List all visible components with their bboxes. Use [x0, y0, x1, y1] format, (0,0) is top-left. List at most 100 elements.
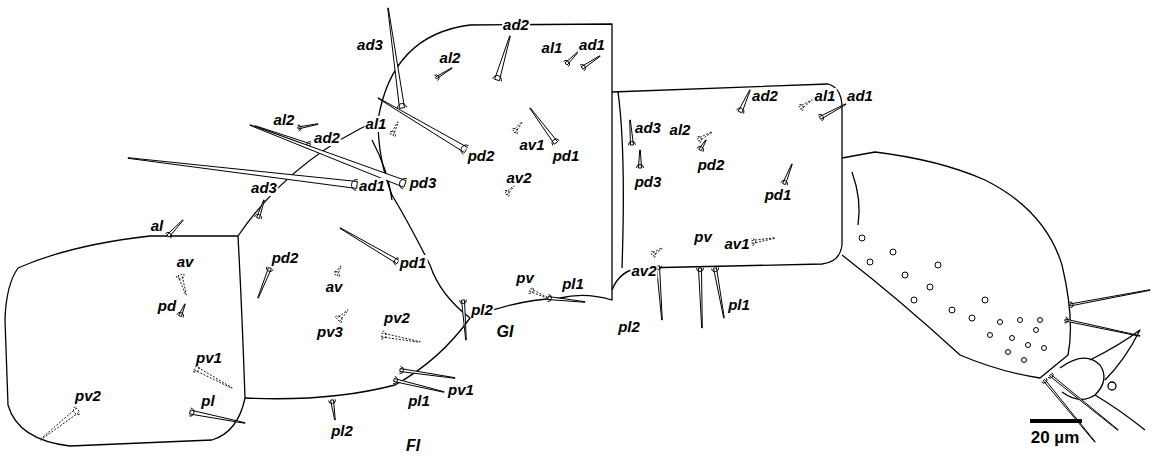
claw — [1060, 358, 1104, 399]
scale-bar — [1030, 419, 1082, 423]
pore — [911, 297, 917, 303]
seta-socket — [255, 215, 262, 220]
seta-socket — [297, 125, 301, 131]
pore — [988, 333, 993, 338]
seta-label: pd2 — [697, 157, 726, 173]
seta — [738, 90, 750, 113]
pore — [949, 307, 955, 313]
seta-socket — [781, 181, 788, 186]
seta-socket — [267, 267, 274, 272]
pore — [890, 249, 896, 255]
seta-label: ad1 — [358, 178, 386, 194]
seta-socket — [393, 377, 397, 384]
claw — [1090, 330, 1140, 380]
seta-socket — [696, 137, 701, 144]
genu-outline — [378, 24, 612, 318]
seta-socket — [189, 408, 194, 416]
seta-socket — [398, 104, 407, 109]
seta-label: pl — [200, 393, 215, 409]
pore — [1034, 328, 1039, 333]
ventral-seta — [382, 333, 420, 342]
seta-label: pv1 — [447, 382, 475, 398]
seta-label: pv — [515, 270, 535, 286]
femur-outline — [245, 318, 470, 399]
seta-socket — [650, 252, 656, 258]
claw — [1095, 395, 1145, 430]
seta-label: pv2 — [74, 388, 102, 404]
seta-label: av2 — [505, 170, 532, 186]
trochanter-outline — [5, 236, 245, 446]
seta-socket — [511, 129, 517, 135]
pore — [927, 284, 933, 290]
seta — [783, 164, 793, 185]
ventral-seta — [529, 289, 548, 299]
ventral-seta — [40, 408, 80, 440]
seta-socket — [177, 313, 184, 318]
seta-label: al1 — [365, 116, 388, 132]
seta — [581, 56, 600, 69]
pore — [998, 320, 1003, 325]
tarsus-line — [852, 172, 859, 225]
seta-socket — [434, 75, 439, 81]
joint-line — [618, 92, 623, 268]
seta — [699, 140, 707, 151]
seta — [179, 304, 186, 317]
seta — [435, 68, 452, 79]
seta-socket — [399, 178, 406, 189]
seta-label: pd — [157, 298, 177, 314]
seta-label: ad2 — [502, 17, 530, 33]
seta — [639, 150, 642, 168]
seta — [462, 300, 467, 340]
seta-socket — [818, 114, 823, 121]
seta — [190, 410, 245, 423]
seta-socket — [712, 267, 719, 271]
ventral-seta — [513, 122, 522, 133]
pore — [1022, 358, 1027, 363]
seta-label: av1 — [518, 137, 545, 153]
seta — [548, 297, 585, 303]
seta — [400, 369, 455, 379]
seta-label: pd1 — [552, 148, 581, 164]
seta-socket — [493, 75, 502, 81]
seta-label: av — [176, 254, 195, 270]
seta — [340, 228, 399, 264]
seta-label: av2 — [630, 263, 657, 279]
seta-socket — [352, 180, 358, 191]
seta-socket — [529, 287, 534, 294]
seta-label: pv3 — [316, 324, 344, 340]
ventral-seta — [335, 266, 342, 276]
seta-socket — [637, 165, 644, 168]
ventral-seta — [194, 366, 232, 388]
seta-label: av1 — [723, 236, 750, 252]
segment-label: FI — [405, 438, 421, 454]
seta-socket — [629, 142, 636, 146]
seta — [495, 36, 511, 81]
seta-label: av — [325, 279, 344, 295]
seta-label: pl2 — [470, 302, 494, 318]
seta-label: al — [150, 218, 165, 234]
scale-label: 20 µm — [1030, 430, 1081, 446]
pore — [1018, 318, 1023, 323]
seta — [388, 8, 405, 108]
seta-label: pd1 — [764, 187, 793, 203]
seta — [1065, 319, 1140, 336]
seta-label: pv1 — [195, 350, 223, 366]
seta-socket — [564, 61, 570, 67]
seta-label: al2 — [669, 122, 692, 138]
seta-label: pd3 — [634, 174, 663, 190]
seta-label: al2 — [273, 112, 296, 128]
seta-label: ad3 — [250, 180, 278, 196]
ventral-seta — [391, 122, 399, 136]
seta-label: ad1 — [846, 88, 874, 104]
seta-socket — [460, 300, 467, 304]
pore — [935, 262, 941, 268]
seta — [714, 268, 725, 318]
seta-socket — [580, 65, 585, 71]
pore — [859, 235, 865, 241]
seta-socket — [335, 316, 342, 323]
seta — [565, 52, 578, 65]
pore — [1010, 336, 1015, 341]
seta-label: al1 — [541, 40, 564, 56]
seta-socket — [1048, 373, 1053, 378]
